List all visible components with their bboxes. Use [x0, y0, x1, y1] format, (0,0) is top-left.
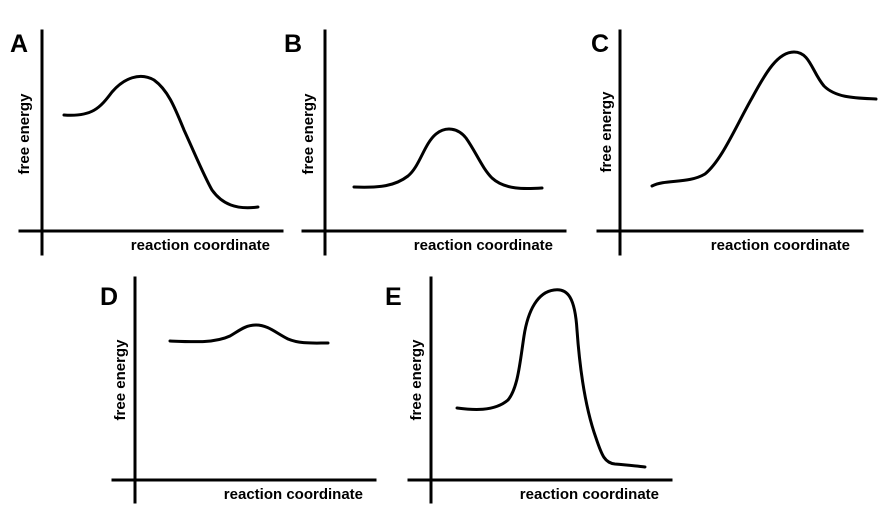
- panel-label: D: [100, 283, 118, 311]
- x-axis-label: reaction coordinate: [224, 486, 363, 503]
- energy-curve: [352, 127, 544, 191]
- x-axis-label: reaction coordinate: [711, 237, 850, 254]
- y-axis-label: free energy: [16, 93, 33, 175]
- energy-curve: [168, 323, 330, 345]
- panel-b: B reaction coordinate free energy: [284, 29, 567, 256]
- y-axis-label: free energy: [300, 93, 317, 175]
- y-axis-label: free energy: [598, 91, 615, 173]
- x-axis-label: reaction coordinate: [414, 237, 553, 254]
- x-axis-label: reaction coordinate: [131, 237, 270, 254]
- y-axis-label: free energy: [112, 339, 129, 421]
- energy-curve: [62, 75, 260, 210]
- panel-e: E reaction coordinate free energy: [385, 276, 673, 504]
- panel-label: E: [385, 283, 402, 311]
- panel-a: A reaction coordinate free energy: [10, 29, 284, 256]
- panel-label: B: [284, 30, 302, 58]
- y-axis-label: free energy: [408, 339, 425, 421]
- panel-c: C reaction coordinate free energy: [591, 29, 878, 256]
- energy-curve: [650, 50, 878, 188]
- energy-curve: [455, 288, 647, 469]
- panel-label: C: [591, 30, 609, 58]
- x-axis-label: reaction coordinate: [520, 486, 659, 503]
- panel-label: A: [10, 30, 28, 58]
- panel-d: D reaction coordinate free energy: [100, 276, 377, 504]
